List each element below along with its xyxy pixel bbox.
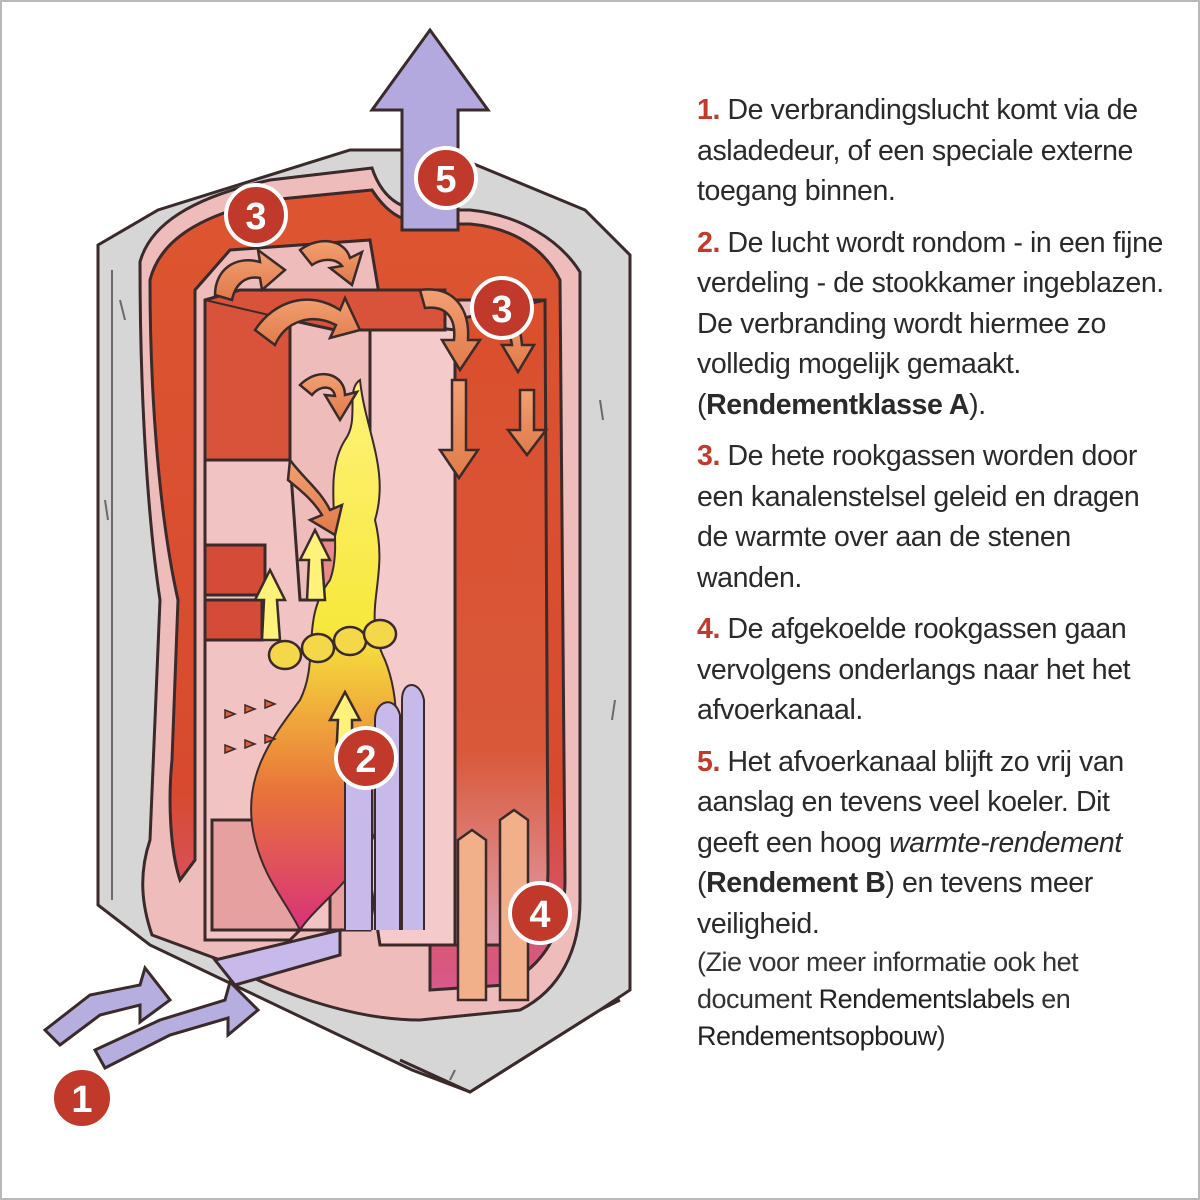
step-5-italic: warmte-rendement	[889, 826, 1122, 859]
badge-3-right: 3	[470, 276, 534, 340]
step-5-bold: Rendement B	[706, 867, 886, 899]
note-text: (Zie voor meer informatie ook het docume…	[697, 947, 1079, 1014]
note-text-end: )	[936, 1021, 946, 1051]
step-2: 2. De lucht wordt rondom - in een fijne …	[697, 223, 1177, 426]
note-text-mid: en	[1034, 984, 1071, 1014]
flame-arrows	[252, 527, 363, 762]
stove-illustration: 1 2 3 3 4 5	[42, 27, 632, 1130]
badge-1-label: 1	[71, 1079, 92, 1121]
badge-1: 1	[50, 1066, 114, 1130]
badge-2-label: 2	[355, 739, 376, 781]
info-note: (Zie voor meer informatie ook het docume…	[697, 944, 1177, 1055]
step-5: 5. Het afvoerkanaal blijft zo vrij van a…	[697, 742, 1177, 945]
step-2-bold: Rendementklasse A	[706, 388, 970, 421]
step-4-number: 4.	[697, 613, 720, 645]
badge-3-left-label: 3	[245, 196, 266, 238]
step-2-text: De lucht wordt rondom - in een fijne ver…	[697, 226, 1164, 421]
badge-3-right-label: 3	[491, 289, 512, 331]
step-3-number: 3.	[697, 440, 720, 472]
step-1-number: 1.	[697, 94, 720, 126]
step-4: 4. De afgekoelde rookgassen gaan vervolg…	[697, 609, 1177, 731]
step-1-text: De verbrandingslucht komt via de asladed…	[697, 94, 1138, 207]
step-4-text: De afgekoelde rookgassen gaan vervolgens…	[697, 613, 1131, 726]
step-2-text-end: ).	[969, 388, 986, 421]
step-3: 3. De hete rookgassen worden door een ka…	[697, 436, 1177, 598]
exhaust-arrow	[369, 27, 491, 232]
step-5-text: Het afvoerkanaal blijft zo vrij van aans…	[697, 745, 1124, 859]
air-dash-marks	[224, 698, 278, 755]
step-2-number: 2.	[697, 226, 720, 259]
badge-3-left: 3	[224, 183, 288, 247]
legend-text: 1. De verbrandingslucht komt via de asla…	[697, 90, 1177, 1066]
badge-5: 5	[414, 146, 478, 210]
hot-gas-arrows	[213, 239, 549, 537]
step-5-number: 5.	[697, 745, 720, 778]
grate-rollers	[267, 618, 398, 671]
rendementslabels-link[interactable]: Rendementslabels	[818, 984, 1035, 1014]
outer-flue-channel	[148, 188, 567, 992]
intake-arrows	[42, 928, 342, 1070]
badge-4: 4	[508, 881, 572, 945]
step-5-text-mid: (	[697, 867, 707, 899]
badge-2: 2	[334, 726, 398, 790]
stove-cutaway-diagram: 1 2 3 3 4 5	[42, 27, 632, 1130]
step-3-text: De hete rookgassen worden door een kanal…	[697, 440, 1140, 594]
badge-5-label: 5	[435, 159, 456, 201]
badge-4-label: 4	[529, 894, 550, 936]
step-1: 1. De verbrandingslucht komt via de asla…	[697, 90, 1177, 212]
rendementsopbouw-link[interactable]: Rendementsopbouw	[697, 1021, 937, 1051]
step-5-text-end: ) en tevens meer veiligheid.	[697, 867, 1093, 940]
